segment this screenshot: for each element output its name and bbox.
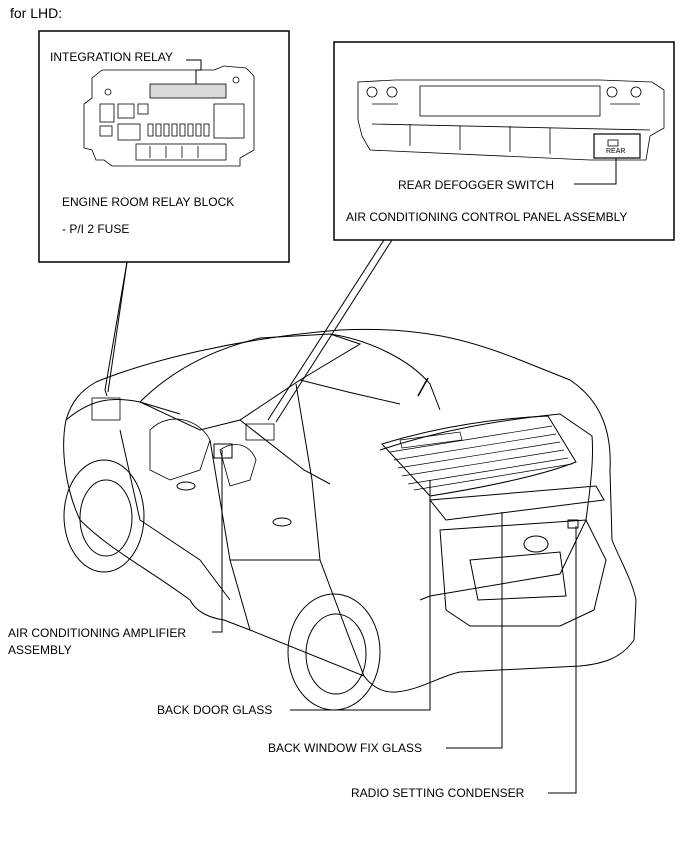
switch-text: REAR bbox=[606, 148, 626, 155]
leader-back-window-fix-glass bbox=[446, 512, 503, 749]
header-label: for LHD: bbox=[10, 5, 63, 21]
ac-panel-callout-frame bbox=[333, 41, 675, 241]
integration-relay-label: INTEGRATION RELAY bbox=[50, 50, 173, 64]
ac-control-panel-label: AIR CONDITIONING CONTROL PANEL ASSEMBLY bbox=[346, 210, 628, 224]
rear-defogger-switch-label: REAR DEFOGGER SWITCH bbox=[398, 178, 555, 192]
defogger-grid bbox=[389, 425, 573, 491]
relay-block-illustration bbox=[83, 65, 255, 167]
fuse-label: - P/I 2 FUSE bbox=[62, 222, 130, 236]
relay-callout-frame bbox=[38, 30, 290, 263]
ac-amplifier-label-line1: AIR CONDITIONING AMPLIFIER bbox=[8, 626, 187, 640]
engine-room-relay-block-label: ENGINE ROOM RELAY BLOCK bbox=[62, 195, 235, 209]
vehicle-outline bbox=[63, 328, 637, 711]
leader-back-door-glass bbox=[290, 480, 431, 711]
ac-amplifier-label-line2: ASSEMBLY bbox=[8, 643, 72, 657]
relay-fuse-row bbox=[147, 123, 210, 137]
radio-setting-condenser-label: RADIO SETTING CONDENSER bbox=[351, 786, 525, 800]
ac-panel-illustration bbox=[357, 79, 665, 161]
back-window-fix-glass-label: BACK WINDOW FIX GLASS bbox=[268, 741, 423, 755]
leader-radio-setting-condenser bbox=[548, 526, 577, 794]
back-door-glass-label: BACK DOOR GLASS bbox=[157, 703, 273, 717]
leader-ac-amplifier bbox=[212, 450, 223, 633]
